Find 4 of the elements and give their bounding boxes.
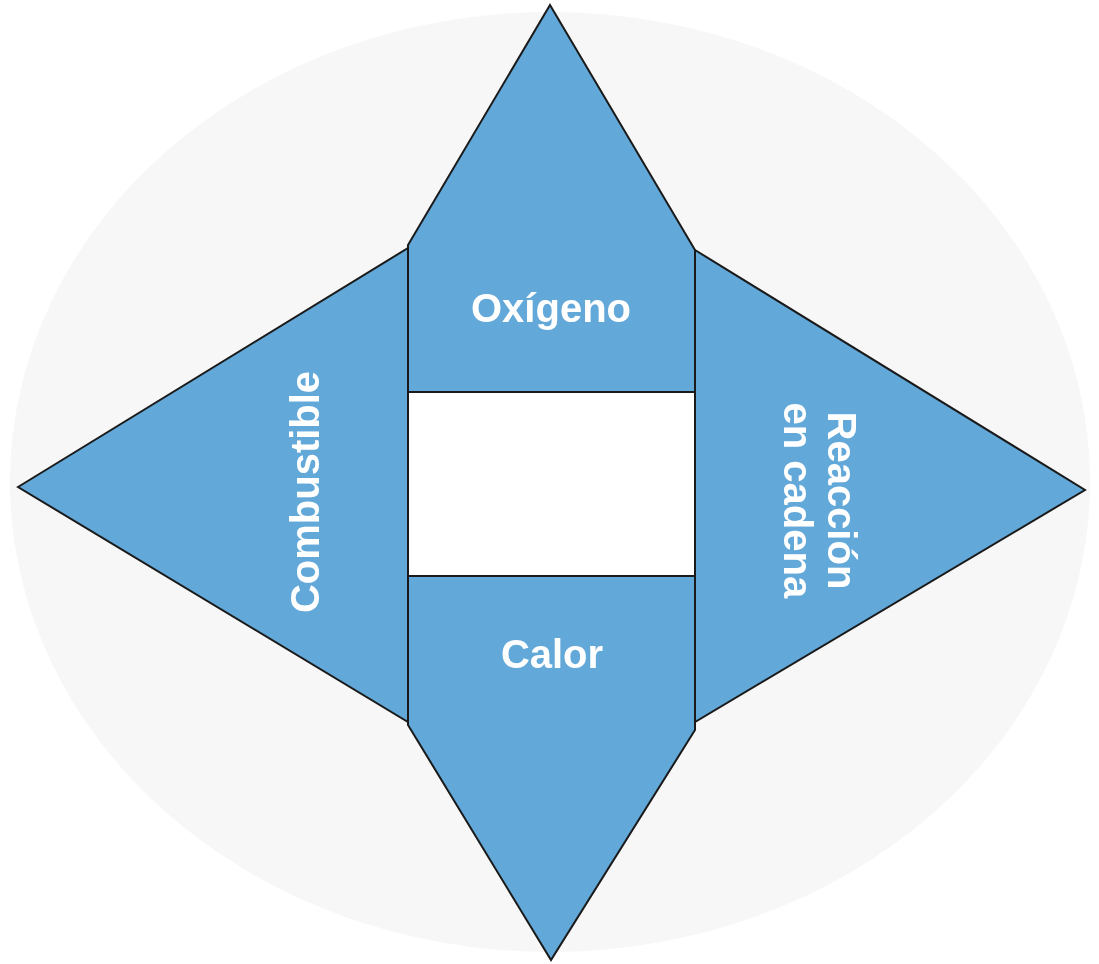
panel-label: Oxígeno: [471, 285, 631, 331]
panel-label: Reacción en cadena: [776, 401, 864, 601]
panel-label: Combustible: [282, 370, 328, 614]
panel-label: Calor: [500, 631, 604, 677]
